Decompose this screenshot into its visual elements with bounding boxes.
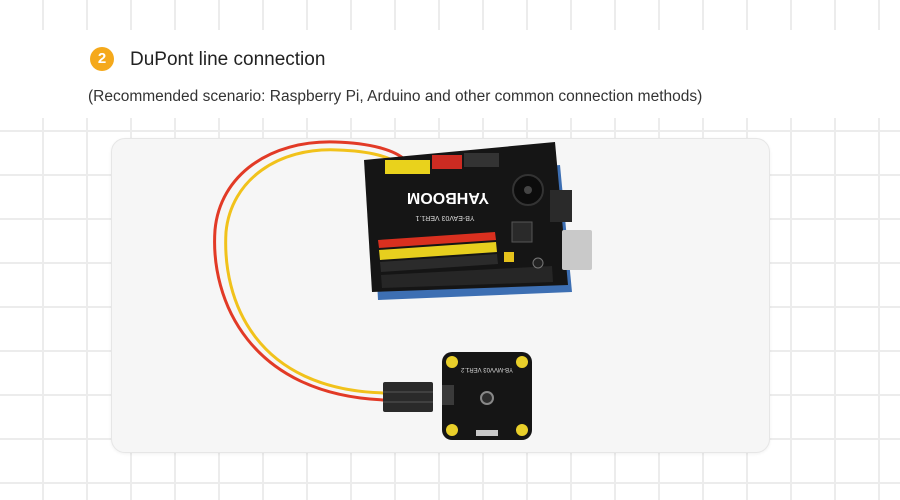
step-title: DuPont line connection	[130, 49, 326, 70]
step-number-badge: 2	[90, 47, 114, 71]
expansion-board-brand: YAHBOOM	[407, 189, 489, 206]
header-band	[0, 30, 900, 118]
sensor-module-version: YB-MVV03 VER1.2	[460, 366, 513, 372]
expansion-board: YAHBOOM YB-EAV03 VER1.1	[364, 142, 592, 300]
sensor-module: YB-MVV03 VER1.2	[383, 352, 532, 440]
step-subtitle: (Recommended scenario: Raspberry Pi, Ard…	[88, 88, 703, 105]
expansion-board-version: YB-EAV03 VER1.1	[415, 214, 474, 221]
